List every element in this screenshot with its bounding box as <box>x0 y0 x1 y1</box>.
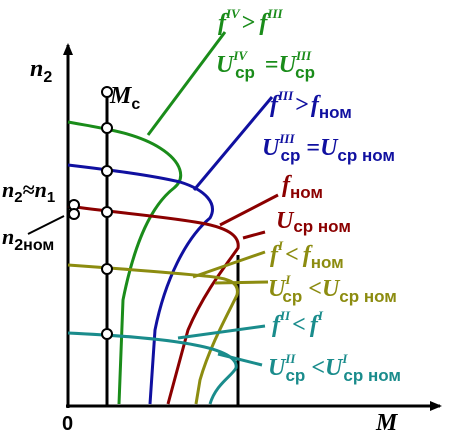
label-fnom-voltage: Uср ном <box>276 208 351 236</box>
intersection-markers <box>68 86 113 340</box>
marker-f1 <box>101 263 113 275</box>
origin-label: 0 <box>62 413 73 435</box>
label-f4-frequency: fIV>fIII <box>218 6 284 36</box>
y-axis-label: n2 <box>30 56 52 86</box>
label-f2-frequency: fII<fI <box>272 308 324 338</box>
load-torque-label: Mc <box>109 83 140 113</box>
label-f1-frequency: fI<fном <box>270 238 344 272</box>
marker-n2nom <box>68 208 80 220</box>
curve-f1 <box>67 250 269 405</box>
curve-f3 <box>67 96 274 405</box>
curve-f2 <box>67 324 266 405</box>
label-fnom-frequency: fном <box>282 172 323 202</box>
marker-fnom <box>101 206 113 218</box>
marker-f2 <box>101 328 113 340</box>
n2-approx-n1-label: n2≈n1 <box>2 177 55 206</box>
marker-f4 <box>101 122 113 134</box>
marker-f3 <box>101 165 113 177</box>
n2-nominal-label: n2ном <box>2 224 54 254</box>
curve-fnom <box>67 193 279 405</box>
n2nom-pointer <box>27 215 65 235</box>
x-axis-label: M <box>375 410 399 436</box>
curve-f4 <box>67 31 227 405</box>
label-f3-frequency: fIII>fном <box>270 88 352 122</box>
marker-mc-top <box>101 86 113 98</box>
